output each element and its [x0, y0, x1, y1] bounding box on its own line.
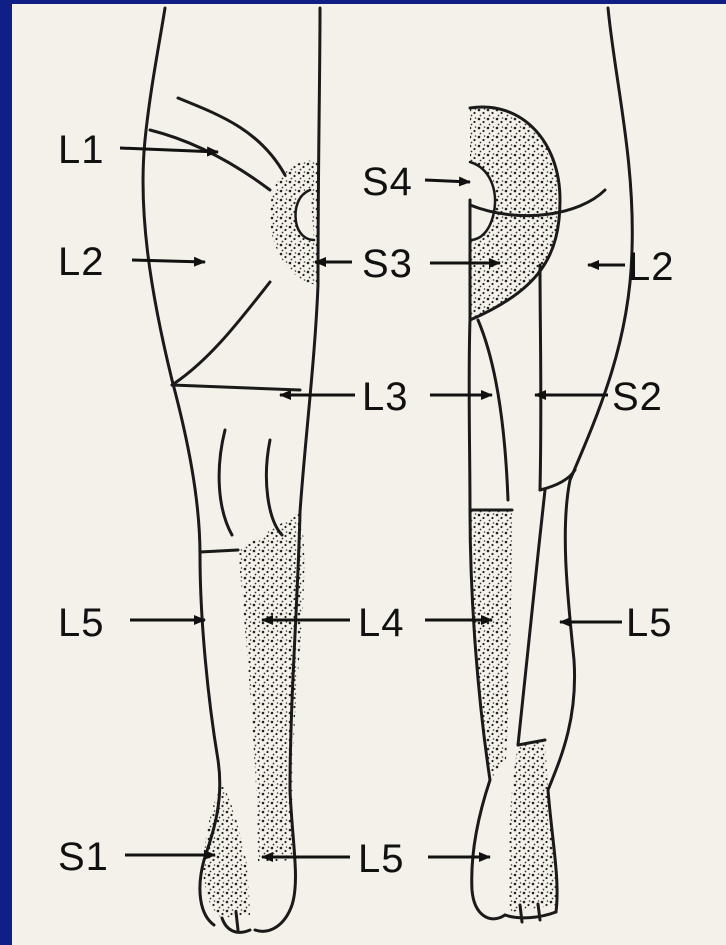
label-l5-foot: L5 [358, 837, 405, 881]
label-s4: S4 [362, 160, 413, 204]
label-s2: S2 [612, 375, 663, 419]
label-l4: L4 [358, 601, 405, 645]
label-l5-back: L5 [626, 601, 673, 645]
label-l1-front: L1 [58, 128, 105, 172]
paper [12, 4, 726, 945]
label-l5-front: L5 [58, 601, 105, 645]
label-l2-back: L2 [628, 245, 675, 289]
label-s3: S3 [362, 242, 413, 286]
label-l3: L3 [362, 375, 409, 419]
label-s1: S1 [58, 835, 109, 879]
label-l2-front: L2 [58, 240, 105, 284]
